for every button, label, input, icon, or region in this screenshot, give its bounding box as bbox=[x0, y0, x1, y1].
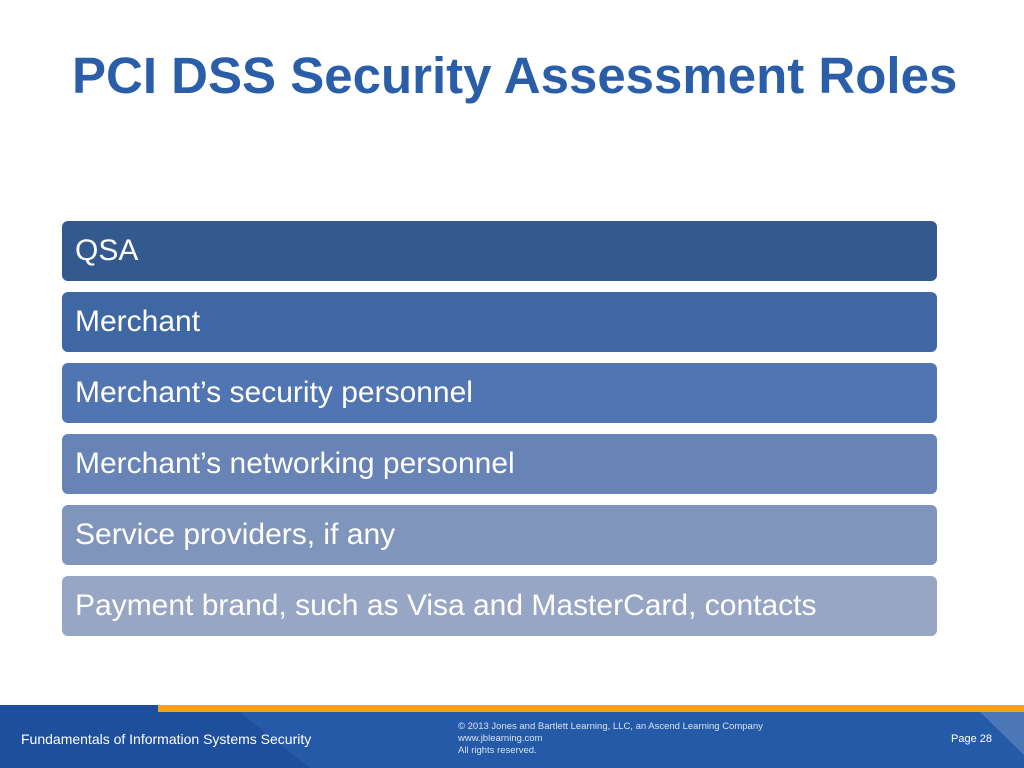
role-item-networking-personnel: Merchant’s networking personnel bbox=[62, 434, 937, 494]
rights-line: All rights reserved. bbox=[458, 745, 537, 756]
role-item-service-providers: Service providers, if any bbox=[62, 505, 937, 565]
role-item-merchant: Merchant bbox=[62, 292, 937, 352]
footer-course-title: Fundamentals of Information Systems Secu… bbox=[21, 731, 312, 747]
role-item-security-personnel: Merchant’s security personnel bbox=[62, 363, 937, 423]
slide-title: PCI DSS Security Assessment Roles bbox=[72, 47, 958, 104]
website-link[interactable]: www.jblearning.com bbox=[458, 733, 543, 744]
role-list: QSA Merchant Merchant’s security personn… bbox=[62, 221, 937, 647]
footer-copyright: © 2013 Jones and Bartlett Learning, LLC,… bbox=[458, 721, 763, 757]
slide-footer: Fundamentals of Information Systems Secu… bbox=[0, 705, 1024, 768]
role-item-payment-brand: Payment brand, such as Visa and MasterCa… bbox=[62, 576, 937, 636]
copyright-line: © 2013 Jones and Bartlett Learning, LLC,… bbox=[458, 721, 763, 732]
page-number: Page 28 bbox=[951, 733, 992, 745]
footer-swoosh-graphic bbox=[240, 712, 1024, 768]
role-item-qsa: QSA bbox=[62, 221, 937, 281]
footer-accent-stripe bbox=[158, 705, 1024, 712]
